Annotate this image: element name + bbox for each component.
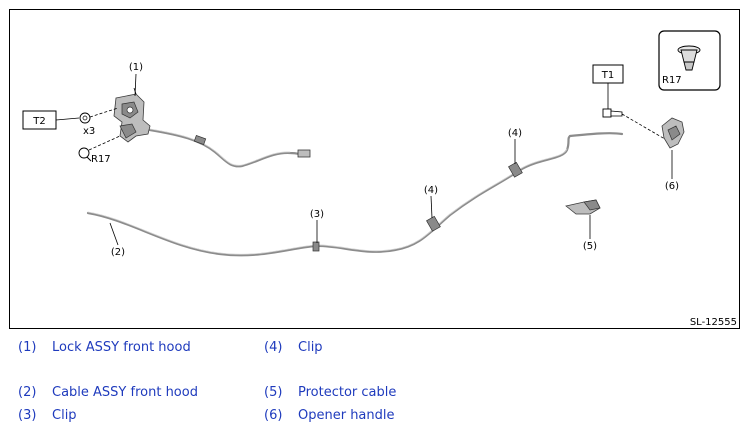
callout-1: (1) (129, 62, 143, 73)
legend-item-4: (4) Clip (264, 340, 323, 355)
legend-text: Protector cable (298, 385, 397, 400)
callout-6: (6) (665, 181, 679, 192)
qty-label: x3 (83, 126, 95, 137)
nut-icon (79, 107, 119, 124)
legend-text: Lock ASSY front hood (52, 340, 191, 355)
clip-r17-icon (78, 135, 121, 162)
opener-handle (661, 117, 685, 149)
torque-tag-t1: T1 (592, 64, 624, 110)
hood-cable-assy (86, 132, 624, 257)
figure-ref-code: SL-12555 (690, 317, 737, 328)
r17-inset: R17 (658, 30, 721, 91)
clip-3 (312, 241, 320, 252)
bolt-icon (602, 108, 671, 143)
callout-4b: (4) (508, 128, 522, 139)
callout-2: (2) (111, 247, 125, 258)
protector-cable (565, 199, 601, 215)
clip-4b (508, 161, 523, 178)
r17-label-inset: R17 (662, 75, 682, 86)
lock-cable-segment (148, 128, 311, 168)
legend-text: Clip (52, 408, 77, 423)
legend-num: (1) (18, 340, 37, 355)
legend-num: (2) (18, 385, 37, 400)
legend-text: Clip (298, 340, 323, 355)
legend-num: (5) (264, 385, 283, 400)
callout-4a: (4) (424, 185, 438, 196)
legend-item-5: (5) Protector cable (264, 385, 396, 400)
hood-lock-assembly (113, 87, 151, 143)
legend-item-2: (2) Cable ASSY front hood (18, 385, 198, 400)
legend-item-1: (1) Lock ASSY front hood (18, 340, 191, 355)
legend-text: Opener handle (298, 408, 395, 423)
r17-label-left: R17 (91, 154, 111, 165)
legend-num: (4) (264, 340, 283, 355)
parts-diagram: T2 x3 R17 (1) (2) (3) (4) (4) (5 (9, 9, 740, 329)
callout-5: (5) (583, 241, 597, 252)
torque-tag-t2: T2 (22, 110, 80, 130)
legend-text: Cable ASSY front hood (52, 385, 198, 400)
diagram-drawing: T2 x3 R17 (1) (2) (3) (4) (4) (5 (22, 30, 737, 328)
callout-3: (3) (310, 209, 324, 220)
legend-item-3: (3) Clip (18, 408, 77, 423)
legend-item-6: (6) Opener handle (264, 408, 395, 423)
t1-label: T1 (601, 70, 614, 81)
clip-4a (426, 215, 441, 232)
push-clip-icon (677, 45, 701, 71)
legend-num: (6) (264, 408, 283, 423)
legend-num: (3) (18, 408, 37, 423)
t2-label: T2 (32, 116, 45, 127)
